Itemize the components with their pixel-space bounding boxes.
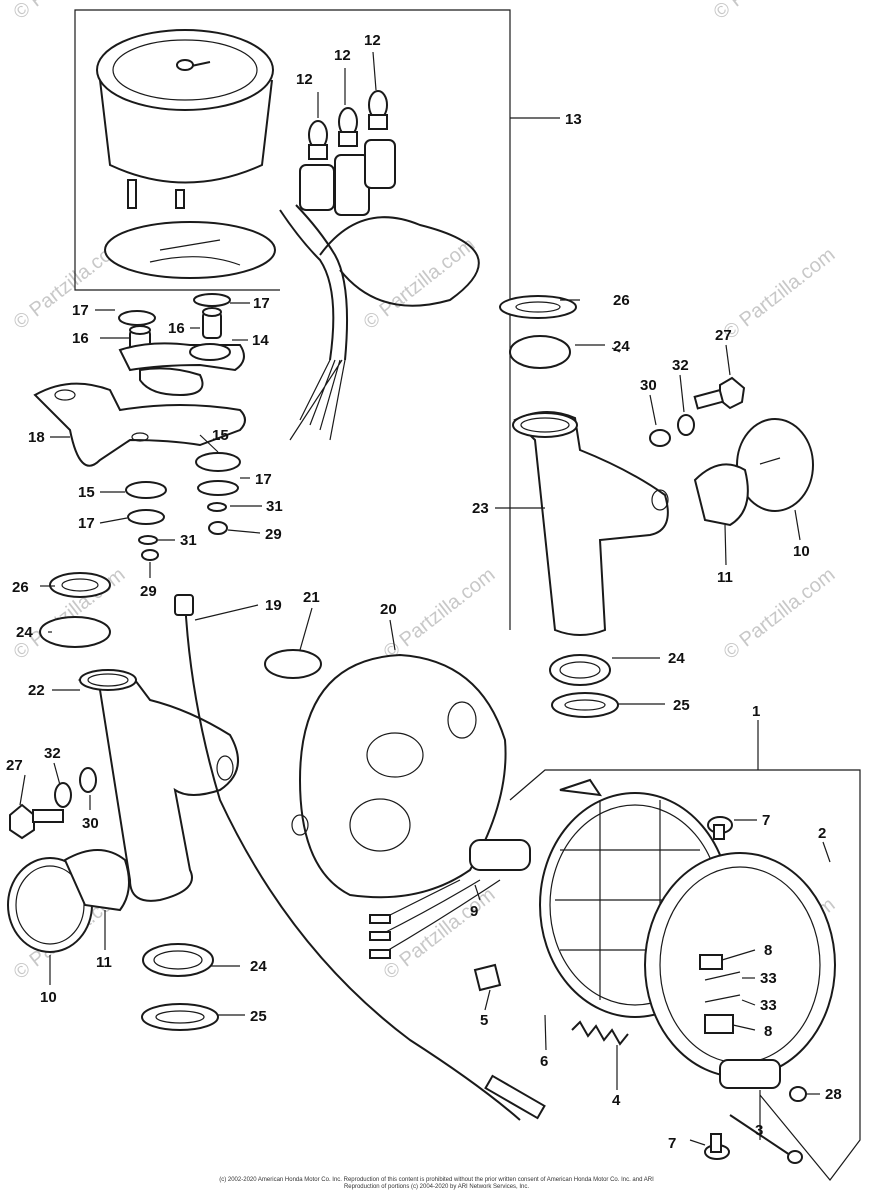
callout-26: 26 <box>613 292 630 309</box>
callout-12: 12 <box>296 71 313 88</box>
callout-4: 4 <box>612 1092 621 1109</box>
callout-20: 20 <box>380 601 397 618</box>
callout-30: 30 <box>640 377 657 394</box>
watermark: © Partzilla.com <box>720 244 840 344</box>
callout-25: 25 <box>673 697 690 714</box>
callout-10: 10 <box>40 989 57 1006</box>
headlight-case <box>264 649 531 959</box>
callout-33: 33 <box>760 997 777 1014</box>
copyright-line: (c) 2002-2020 American Honda Motor Co. I… <box>219 1177 654 1183</box>
callout-17: 17 <box>255 471 272 488</box>
callout-labels: 1 2 3 4 5 6 7 7 8 8 9 10 10 11 11 12 12 … <box>6 32 842 1152</box>
callout-32: 32 <box>672 357 689 374</box>
callout-2: 2 <box>818 825 826 842</box>
watermark: © Partzilla.com <box>360 234 480 334</box>
watermark: © Partzilla.com <box>720 564 840 664</box>
callout-5: 5 <box>480 1012 488 1029</box>
watermark: © Partzilla.com <box>380 564 500 664</box>
callout-31: 31 <box>266 498 283 515</box>
callout-12: 12 <box>334 47 351 64</box>
left-headlight-mount <box>7 572 239 1031</box>
callout-29: 29 <box>265 526 282 543</box>
callout-14: 14 <box>252 332 269 349</box>
callout-24: 24 <box>16 624 33 641</box>
callout-11: 11 <box>717 569 733 586</box>
callout-24: 24 <box>613 338 630 355</box>
assembly-box-1 <box>509 769 861 1181</box>
callout-28: 28 <box>825 1086 842 1103</box>
callout-1: 1 <box>752 703 760 720</box>
callout-3: 3 <box>755 1122 763 1139</box>
callout-21: 21 <box>303 589 320 606</box>
callout-8: 8 <box>764 1023 772 1040</box>
callout-33: 33 <box>760 970 777 987</box>
callout-24: 24 <box>250 958 267 975</box>
callout-27: 27 <box>715 327 732 344</box>
callout-18: 18 <box>28 429 45 446</box>
right-headlight-mount <box>499 295 814 718</box>
headlight-unit <box>473 769 861 1181</box>
callout-7: 7 <box>762 812 770 829</box>
callout-15: 15 <box>78 484 95 501</box>
callout-23: 23 <box>472 500 489 517</box>
copyright-line: Reproduction of portions (c) 2004-2020 b… <box>343 1184 530 1190</box>
callout-17: 17 <box>253 295 270 312</box>
callout-24: 24 <box>668 650 685 667</box>
speedometer-cable <box>174 594 546 1121</box>
callout-10: 10 <box>793 543 810 560</box>
callout-19: 19 <box>265 597 282 614</box>
callout-13: 13 <box>565 111 582 128</box>
callout-7: 7 <box>668 1135 676 1152</box>
callout-30: 30 <box>82 815 99 832</box>
speedometer-assembly <box>74 9 511 630</box>
callout-31: 31 <box>180 532 197 549</box>
callout-16: 16 <box>72 330 89 347</box>
callout-9: 9 <box>470 903 478 920</box>
callout-22: 22 <box>28 682 45 699</box>
callout-29: 29 <box>140 583 157 600</box>
callout-15: 15 <box>212 427 229 444</box>
meter-bracket <box>33 293 246 561</box>
callout-8: 8 <box>764 942 772 959</box>
watermark: © Partzilla.com <box>10 0 130 24</box>
callout-6: 6 <box>540 1053 548 1070</box>
copyright-notice: (c) 2002-2020 American Honda Motor Co. I… <box>0 1177 873 1191</box>
callout-32: 32 <box>44 745 61 762</box>
callout-17: 17 <box>72 302 89 319</box>
callout-27: 27 <box>6 757 23 774</box>
watermark: © Partzilla.com <box>710 0 830 24</box>
callout-26: 26 <box>12 579 29 596</box>
assembly-box-13 <box>74 9 511 630</box>
callout-25: 25 <box>250 1008 267 1025</box>
callout-17: 17 <box>78 515 95 532</box>
leader-lines <box>19 51 831 1146</box>
callout-12: 12 <box>364 32 381 49</box>
callout-11: 11 <box>96 954 112 971</box>
callout-16: 16 <box>168 320 185 337</box>
